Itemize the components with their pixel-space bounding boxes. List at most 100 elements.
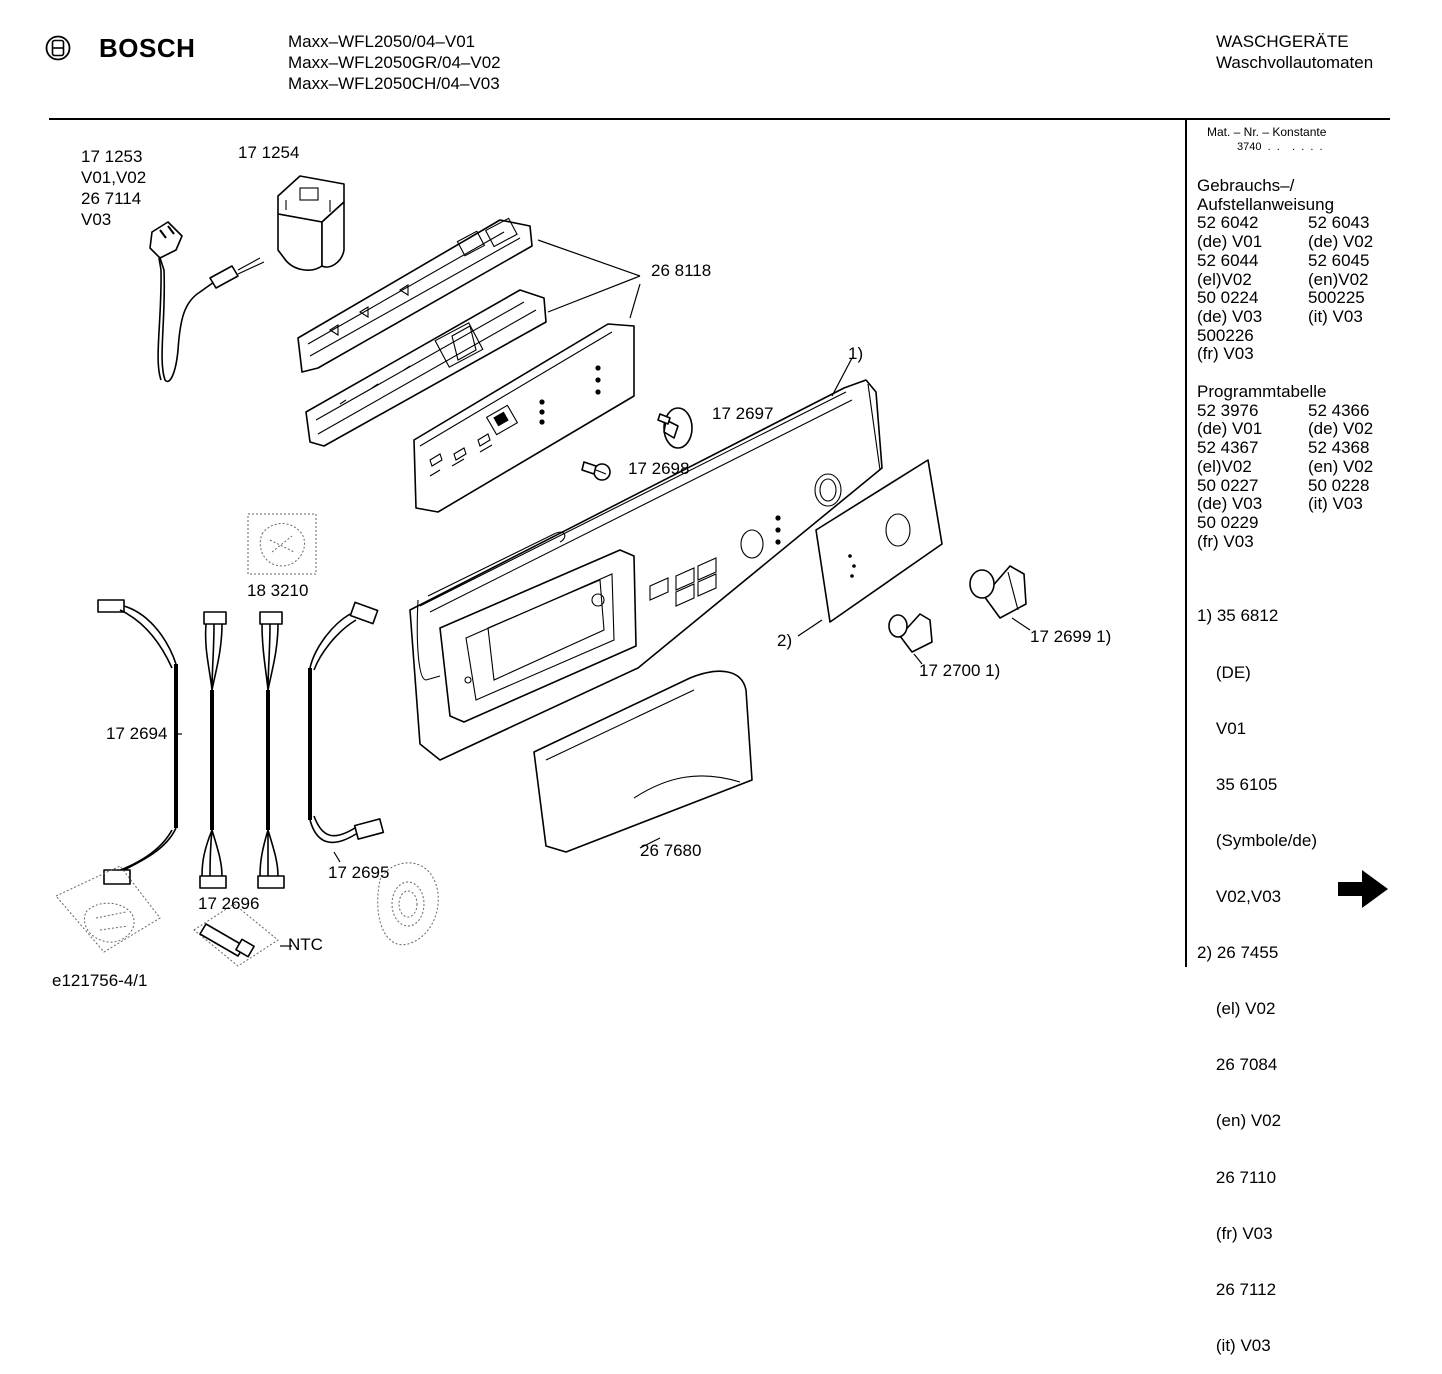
drawer-handle-part [533,670,753,853]
footnote-line: 1) 35 6812 [1197,606,1279,626]
pump-part [55,865,161,953]
filter-part [377,862,439,946]
variant-label: V03 [81,210,112,229]
doc-variant: (el)V02 [1197,269,1252,289]
insert-footnote-marker: 2) [777,631,793,650]
instructions-title: Gebrauchs–/ [1197,176,1295,195]
part-number-label: 26 7114 [81,189,142,208]
button-large-part-number: 17 2699 1) [1030,627,1112,646]
doc-number: 50 0228 [1308,475,1370,495]
doc-number: 500226 [1197,325,1254,345]
doc-variant: (de) V02 [1308,419,1374,439]
harness-left-part [97,599,182,885]
footnote-line: (it) V03 [1197,1335,1271,1355]
doc-variant [1308,345,1398,364]
arrow-right-icon[interactable] [1336,868,1392,910]
program-table-title: Programmtabelle [1197,382,1327,401]
doc-variant: (it) V03 [1308,306,1363,326]
doc-number [1308,514,1398,533]
control-board-carrier-part [305,289,547,447]
footnote-line: (Symbole/de) [1197,830,1317,850]
doc-variant: (en)V02 [1308,269,1369,289]
sidebar: Mat. – Nr. – Konstante 3740 . . . . . . [1197,125,1326,153]
model-list: Maxx–WFL2050/04–V01 Maxx–WFL2050GR/04–V0… [288,31,501,94]
sidebar-divider [1185,120,1187,967]
doc-variant: (de) V01 [1197,232,1263,252]
instructions-table: 52 6042 52 6043 (de) V01 (de) V02 52 6044 5… [1197,214,1398,364]
footnote-line: (en) V02 [1197,1111,1282,1131]
front-panel-part [409,379,883,761]
doc-number: 52 6044 [1197,250,1259,270]
doc-variant: (fr) V03 [1197,344,1254,364]
control-board-frame-part [297,217,533,373]
doc-variant: (de) V02 [1308,232,1374,252]
footnotes-section: 1) 35 6812 (DE) V01 35 6105 (Symbole/de)… [1197,570,1317,1374]
relay-box-part [277,175,345,271]
harness-mid-part-number: 17 2696 [198,894,260,913]
knob-part-number: 17 2697 [712,404,774,423]
header-rule [49,118,1390,120]
board-group-part-number: 26 8118 [651,261,712,280]
drawer-part-number: 26 7680 [640,841,702,860]
category-block: WASCHGERÄTE Waschvollautomaten [1216,31,1373,73]
doc-number: 50 0229 [1197,512,1259,532]
knob-small-part [581,461,611,481]
footnote-line: 26 7112 [1197,1279,1277,1299]
instructions-title: Aufstellanweisung [1197,194,1335,214]
drawing-id: e121756-4/1 [52,971,148,990]
cable-part-numbers: 17 1253 V01,V02 26 7114 V03 [81,146,146,230]
material-number-value: 3740 . . . . . . [1237,141,1323,153]
footnote-line: V01 [1197,718,1247,738]
panel-insert-part [797,459,943,637]
doc-number: 52 6042 [1197,213,1259,233]
button-small-part [888,613,933,665]
doc-number [1308,327,1398,346]
part-number-label: 17 1253 [81,147,143,166]
doc-variant: (de) V03 [1197,306,1263,326]
model-line: Maxx–WFL2050CH/04–V03 [288,74,500,93]
model-line: Maxx–WFL2050GR/04–V02 [288,53,501,72]
button-small-part-number: 17 2700 1) [919,661,1001,680]
doc-variant: (el)V02 [1197,456,1252,476]
footnote-line: (el) V02 [1197,999,1276,1019]
doc-number: 52 6043 [1308,213,1370,233]
doc-variant: (en) V02 [1308,456,1374,476]
footnote-line: 26 7084 [1197,1055,1278,1075]
harness-right-part [308,601,385,863]
doc-variant [1308,533,1398,552]
sensor-part-number: 18 3210 [247,581,309,600]
doc-number: 52 4367 [1197,438,1259,458]
pcb-part [413,323,635,513]
doc-variant: (fr) V03 [1197,531,1254,551]
bosch-logo-icon [45,35,71,61]
harness-right-part-number: 17 2695 [328,863,390,882]
power-cable-part [149,221,265,383]
variant-label: V01,V02 [81,168,147,187]
footnote-line: (DE) [1197,662,1251,682]
doc-number: 52 3976 [1197,400,1259,420]
model-line: Maxx–WFL2050/04–V01 [288,32,476,51]
exploded-view-drawing [55,175,1031,967]
footnote-line: (fr) V03 [1197,1223,1273,1243]
footnote-line: 2) 26 7455 [1197,943,1279,963]
doc-number: 50 0227 [1197,475,1259,495]
footnote-line: 35 6105 [1197,774,1278,794]
doc-number: 52 4366 [1308,400,1370,420]
category-title: WASCHGERÄTE [1216,32,1349,51]
doc-number: 50 0224 [1197,288,1259,308]
harness-left-part-number: 17 2694 [106,724,168,743]
sensor-part [247,513,317,575]
knob-part [657,407,693,449]
relay-part-number: 17 1254 [238,143,300,162]
doc-number: 52 6045 [1308,250,1370,270]
category-subtitle: Waschvollautomaten [1216,53,1374,72]
harness-middle-right-part [257,611,285,889]
ntc-sensor-part [193,903,279,967]
button-large-part [969,565,1031,631]
doc-number: 52 4368 [1308,438,1370,458]
harness-middle-part [199,611,227,889]
material-number-title: Mat. – Nr. – Konstante [1207,125,1327,139]
doc-number: 500225 [1308,288,1365,308]
